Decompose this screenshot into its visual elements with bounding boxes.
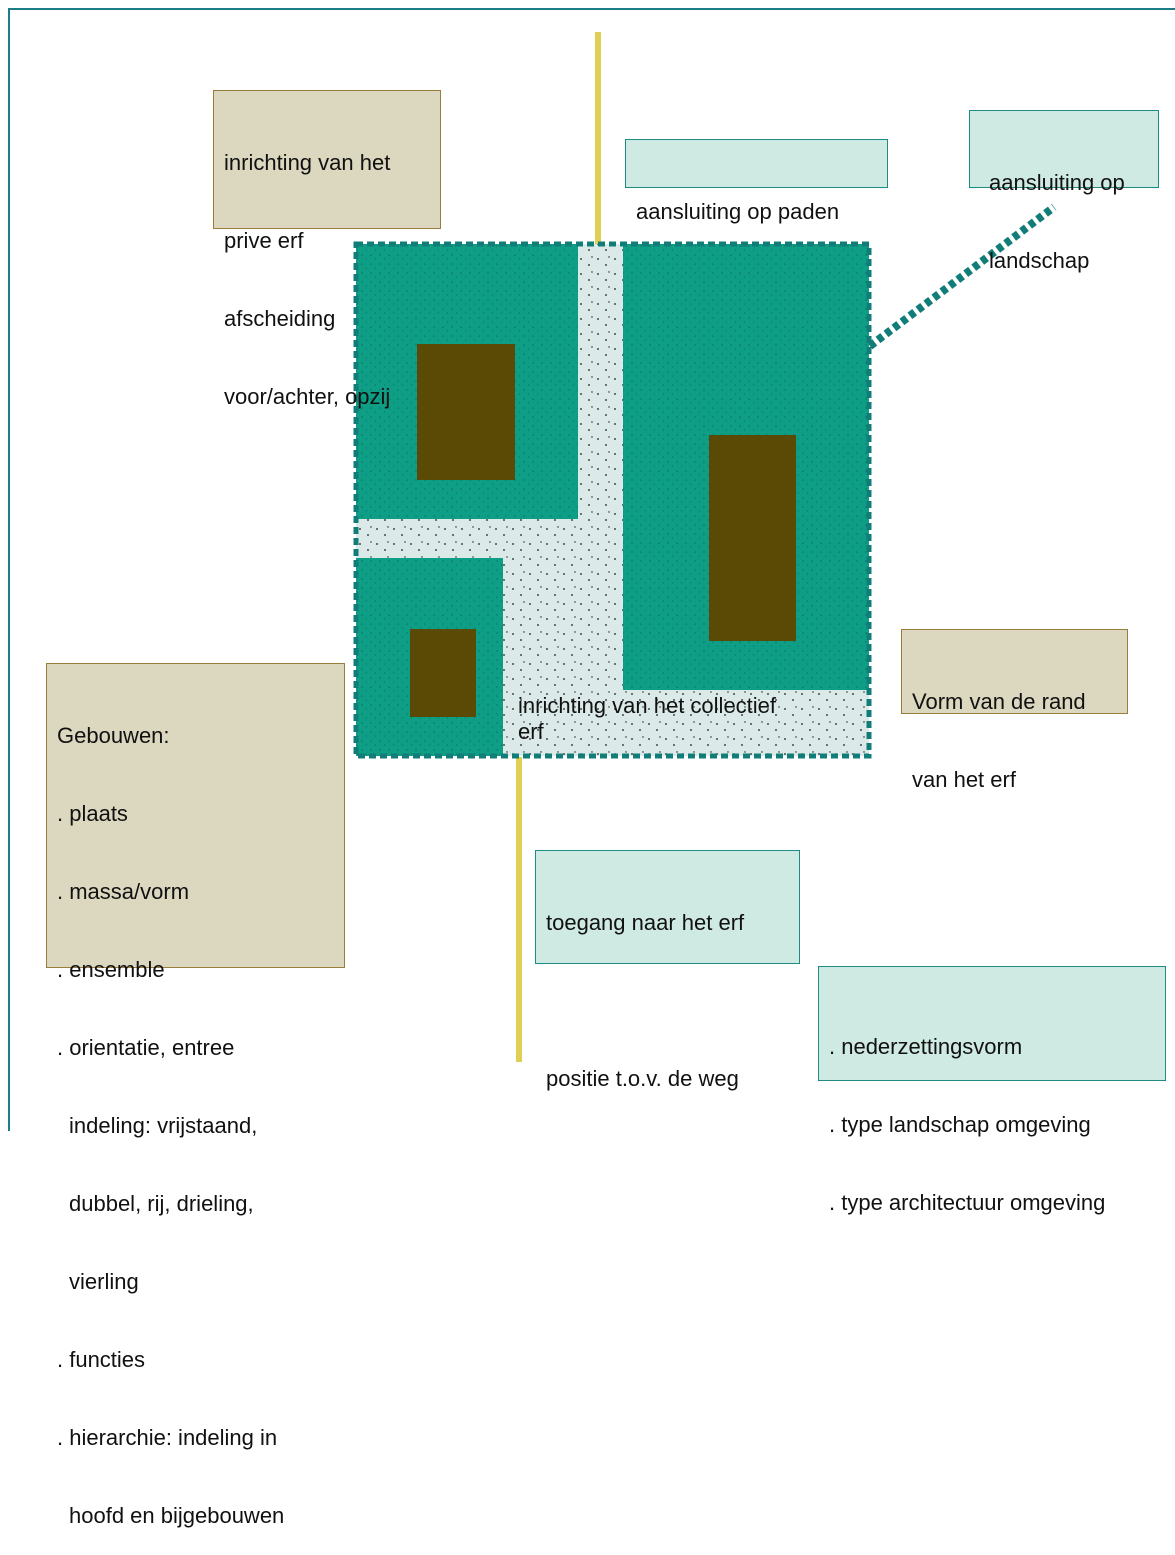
diagram-frame (8, 8, 1175, 1131)
landschap-label: aansluiting op landschap (969, 110, 1159, 273)
toegang-label: toegang naar het erf positie t.o.v. de w… (535, 850, 800, 1091)
gebouwen-item: . orientatie, entree (57, 1035, 235, 1060)
text-line: voor/achter, opzij (224, 384, 391, 409)
gebouwen-item: . functies (57, 1347, 146, 1372)
text-line: inrichting van het (224, 150, 391, 175)
erf-plan-drawing (353, 32, 1057, 1062)
gebouwen-item: hoofd en bijgebouwen (69, 1503, 285, 1528)
paden-label: aansluiting op paden (625, 139, 888, 224)
omgeving-label: . nederzettingsvorm . type landschap omg… (818, 966, 1166, 1215)
landscape-link-line (867, 203, 1057, 350)
gebouwen-item: dubbel, rij, drieling, (69, 1191, 254, 1216)
text-line: van het erf (912, 767, 1016, 792)
text-line: . nederzettingsvorm (829, 1034, 1023, 1059)
gebouwen-item: . massa/vorm (57, 879, 190, 904)
gebouwen-item: indeling: vrijstaand, (69, 1113, 258, 1138)
text-line: prive erf (224, 228, 304, 253)
text-line: . type landschap omgeving (829, 1112, 1091, 1137)
building-right (709, 435, 796, 641)
text-line: erf (518, 719, 544, 744)
text-line: toegang naar het erf (546, 910, 745, 935)
text-line: landschap (989, 248, 1090, 273)
prive-erf-label: inrichting van het prive erf afscheiding… (213, 90, 441, 409)
gebouwen-item: . hierarchie: indeling in (57, 1425, 278, 1450)
building-bottom-left (410, 629, 476, 717)
gebouwen-label: Gebouwen: . plaats . massa/vorm . ensemb… (46, 663, 345, 1528)
gebouwen-item: . plaats (57, 801, 128, 826)
text-line: . type architectuur omgeving (829, 1190, 1106, 1215)
text-line: aansluiting op (989, 170, 1125, 195)
text-line: afscheiding (224, 306, 336, 331)
collectief-erf-label: inrichting van het collectief erf (518, 693, 858, 745)
gebouwen-item: vierling (69, 1269, 139, 1294)
building-top-left (417, 344, 515, 480)
blank-line (546, 988, 789, 1014)
text-line: positie t.o.v. de weg (546, 1066, 739, 1091)
gebouwen-item: . ensemble (57, 957, 165, 982)
erf-border (353, 241, 872, 759)
rand-label: Vorm van de rand van het erf (901, 629, 1128, 792)
text-line: inrichting van het collectief (518, 693, 777, 718)
gebouwen-title: Gebouwen: (57, 723, 170, 748)
text-line: aansluiting op paden (636, 199, 840, 224)
text-line: Vorm van de rand (912, 689, 1086, 714)
